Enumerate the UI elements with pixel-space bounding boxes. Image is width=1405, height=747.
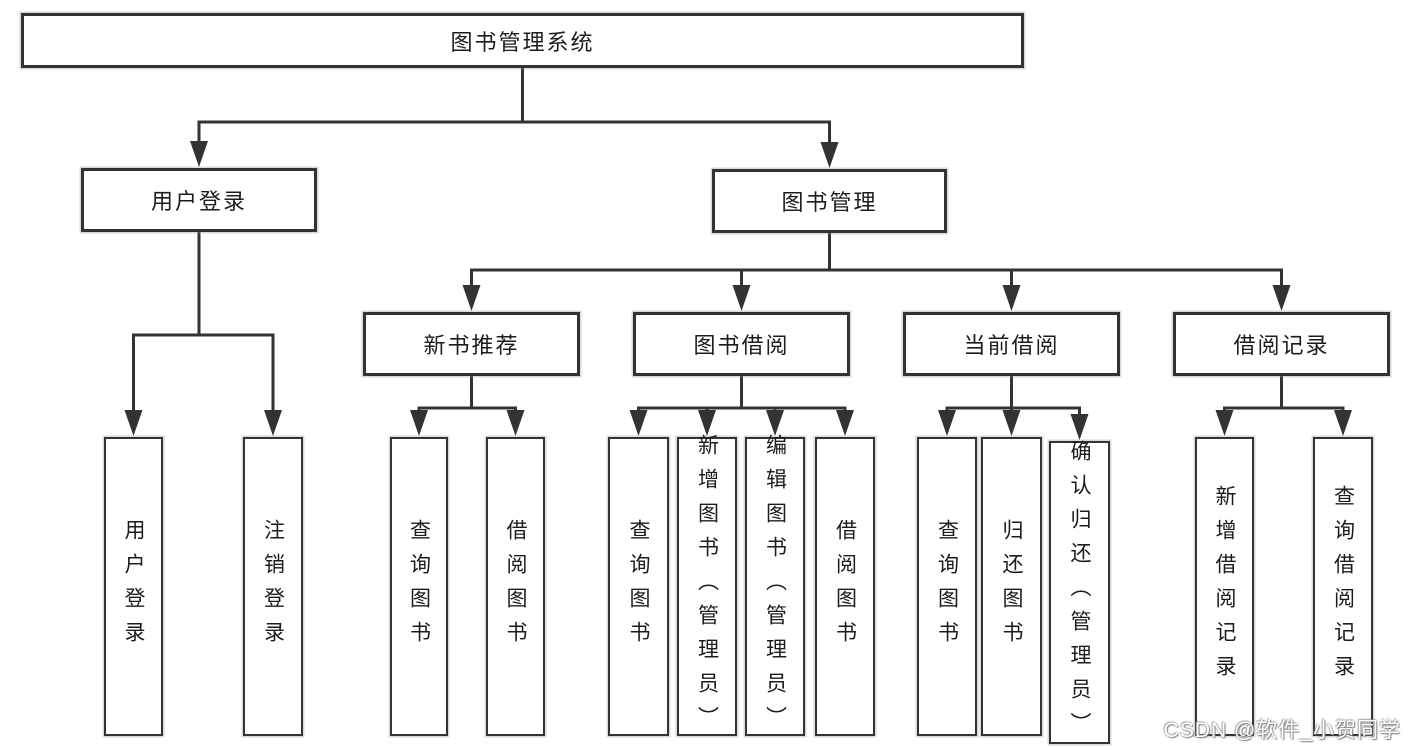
arrowhead-icon-leaf-br-query [1334,410,1352,436]
arrowhead-icon-leaf-rec-query [410,410,428,436]
arrowhead-icon-leaf-bb-borrow [836,410,854,436]
node-label-leaf-bb-query: 查询图书 [627,518,650,655]
node-book-borrow: 图书借阅 [633,312,850,376]
node-borrow-record: 借阅记录 [1173,312,1390,376]
arrowhead-icon-leaf-rec-borrow [506,410,525,436]
node-label-root: 图书管理系统 [450,29,595,55]
node-label-new-book-rec: 新书推荐 [423,333,520,358]
node-label-leaf-br-query: 查询借阅记录 [1331,484,1355,689]
node-label-leaf-cb-confirm: 确认归还（管理员） [1068,439,1091,746]
node-label-leaf-br-add: 新增借阅记录 [1213,484,1236,689]
node-label-book-mgmt: 图书管理 [781,190,878,215]
node-label-leaf-bb-add: 新增图书（管理员） [695,433,719,740]
node-leaf-br-add: 新增借阅记录 [1195,437,1254,736]
node-leaf-cb-query: 查询图书 [917,437,977,736]
node-leaf-cb-return: 归还图书 [981,437,1042,736]
node-leaf-rec-borrow: 借阅图书 [486,437,545,736]
node-label-book-borrow: 图书借阅 [693,333,790,358]
node-leaf-bb-borrow: 借阅图书 [815,437,875,736]
node-leaf-rec-query: 查询图书 [390,437,448,736]
watermark: CSDN @软件_小贺同学 [1163,719,1401,742]
arrowhead-icon-leaf-user-login [124,410,143,436]
node-label-leaf-user-login: 用户登录 [122,518,145,655]
node-label-leaf-bb-borrow: 借阅图书 [833,518,857,655]
arrowhead-icon-leaf-cb-confirm [1070,414,1089,440]
node-user-login: 用户登录 [81,168,317,232]
node-label-leaf-cb-return: 归还图书 [1000,518,1023,655]
arrowhead-icon-user-login [190,141,208,167]
node-leaf-bb-query: 查询图书 [608,437,669,736]
arrowhead-icon-leaf-br-add [1215,410,1234,436]
node-leaf-cb-confirm: 确认归还（管理员） [1049,439,1110,746]
node-label-leaf-logout: 注销登录 [261,518,285,655]
arrowhead-icon-leaf-cb-return [1002,410,1021,436]
node-label-borrow-record: 借阅记录 [1233,333,1330,358]
node-label-user-login: 用户登录 [150,189,247,214]
node-leaf-bb-add: 新增图书（管理员） [677,434,737,740]
arrowhead-icon-leaf-bb-add [698,410,716,436]
arrowhead-icon-current-borrow [1002,285,1021,311]
node-leaf-br-query: 查询借阅记录 [1313,437,1373,736]
node-current-borrow: 当前借阅 [903,312,1120,376]
arrowhead-icon-borrow-record [1272,285,1291,311]
node-label-leaf-cb-query: 查询图书 [935,518,959,655]
node-label-leaf-rec-query: 查询图书 [407,518,431,655]
arrowhead-icon-leaf-logout [264,410,282,436]
arrowhead-icon-leaf-cb-query [938,410,956,436]
arrowhead-icon-book-mgmt [820,142,839,168]
arrowhead-icon-new-book-rec [462,285,481,311]
node-book-mgmt: 图书管理 [712,169,947,233]
node-root: 图书管理系统 [21,13,1024,68]
arrowhead-icon-leaf-bb-query [629,410,648,436]
node-label-leaf-bb-edit: 编辑图书（管理员） [763,433,787,740]
arrowhead-icon-book-borrow [732,285,751,311]
arrowhead-icon-leaf-bb-edit [766,410,784,436]
node-new-book-rec: 新书推荐 [363,312,580,376]
node-leaf-user-login: 用户登录 [104,437,163,736]
node-leaf-logout: 注销登录 [243,437,303,736]
node-label-leaf-rec-borrow: 借阅图书 [504,518,527,655]
node-leaf-bb-edit: 编辑图书（管理员） [745,434,805,740]
node-label-current-borrow: 当前借阅 [963,333,1060,358]
